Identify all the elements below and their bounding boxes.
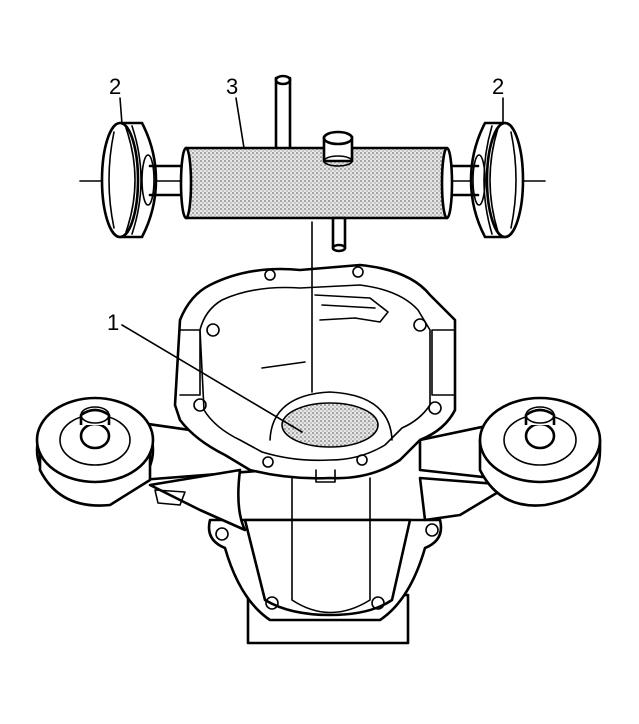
callout-3-label: 3 [226,74,238,99]
callout-2-right-label: 2 [492,74,504,99]
callout-2-left: 2 [109,74,123,125]
right-roller [446,121,525,239]
callout-3: 3 [226,74,245,149]
left-roller [100,121,186,239]
callout-2-right: 2 [492,74,504,125]
callout-2-left-label: 2 [109,74,121,99]
callout-1-label: 1 [107,310,119,335]
tool-cylinder [179,74,454,253]
callout-1: 1 [107,310,303,433]
carrier-housing [35,263,602,645]
